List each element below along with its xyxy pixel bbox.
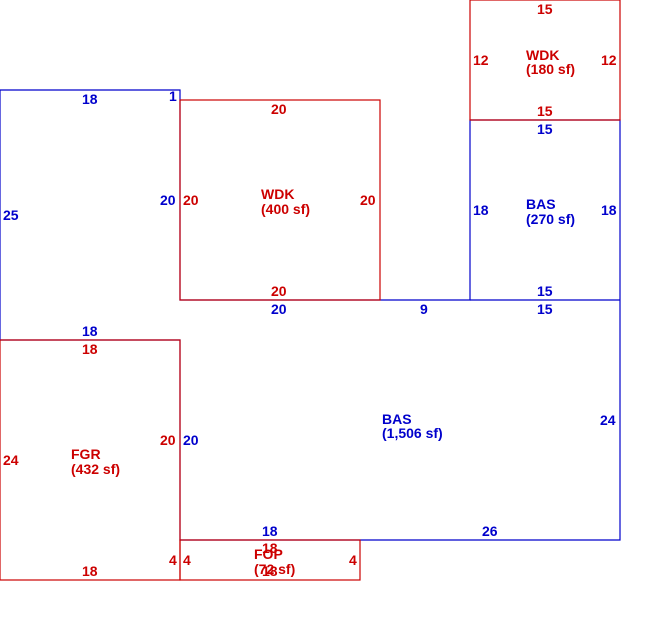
dim-fop-left: 4 [183, 552, 191, 568]
dim-wdk2-top: 15 [537, 1, 553, 17]
dim-wdk-left-red: 20 [183, 192, 199, 208]
dim-bas2-right: 18 [601, 202, 617, 218]
fgr-area: (432 sf) [71, 461, 120, 477]
wdk-upper-code: WDK [526, 47, 559, 63]
wdk-upper-area: (180 sf) [526, 61, 575, 77]
dim-gap: 9 [420, 301, 428, 317]
dim-bas2-top: 15 [537, 121, 553, 137]
bas-main-area: (1,506 sf) [382, 425, 443, 441]
dim-wdk2-right: 12 [601, 52, 617, 68]
fop-rect [179, 539, 361, 581]
dim-bas-bottom-left: 18 [262, 523, 278, 539]
dim-bas-bottom: 26 [482, 523, 498, 539]
dim-bas2-bottom: 15 [537, 283, 553, 299]
dim-bas-top-right: 15 [537, 301, 553, 317]
dim-wdk-top: 20 [271, 101, 287, 117]
bas-upper-code: BAS [526, 196, 556, 212]
fgr-code: FGR [71, 446, 101, 462]
dim-fop-top: 18 [262, 540, 278, 556]
fgr-rect [0, 339, 181, 581]
dim-wdk-left-blue: 20 [160, 192, 176, 208]
dim-wdk2-left: 12 [473, 52, 489, 68]
dim-fop-bottom: 18 [262, 563, 278, 579]
dim-fgr-left: 24 [3, 452, 19, 468]
fop-area: (72 sf) [254, 561, 295, 577]
dim-left-bottom: 18 [82, 323, 98, 339]
wdk-upper-rect [469, 0, 621, 121]
dim-wdk2-bottom: 15 [537, 103, 553, 119]
dim-fop-right: 4 [349, 552, 357, 568]
wdk-main-code: WDK [261, 186, 294, 202]
dim-wdk-right: 20 [360, 192, 376, 208]
wdk-main-area: (400 sf) [261, 201, 310, 217]
dim-fgr-bottom: 18 [82, 563, 98, 579]
dim-fgr-corner: 4 [169, 552, 177, 568]
bas-main-code: BAS [382, 411, 412, 427]
dim-bas2-left: 18 [473, 202, 489, 218]
dim-wdk-bottom-blue: 20 [271, 301, 287, 317]
dim-fgr-top: 18 [82, 341, 98, 357]
dim-bas-left: 20 [183, 432, 199, 448]
wdk-main-rect [179, 99, 381, 301]
dim-fgr-right: 20 [160, 432, 176, 448]
dim-left-top: 18 [82, 91, 98, 107]
red-outlines [0, 0, 621, 581]
dim-left-jog: 1 [169, 88, 177, 104]
dim-bas-right: 24 [600, 412, 616, 428]
dim-wdk-bottom-red: 20 [271, 283, 287, 299]
fop-code: FOP [254, 546, 283, 562]
bas-upper-area: (270 sf) [526, 211, 575, 227]
dim-left-side: 25 [3, 207, 19, 223]
